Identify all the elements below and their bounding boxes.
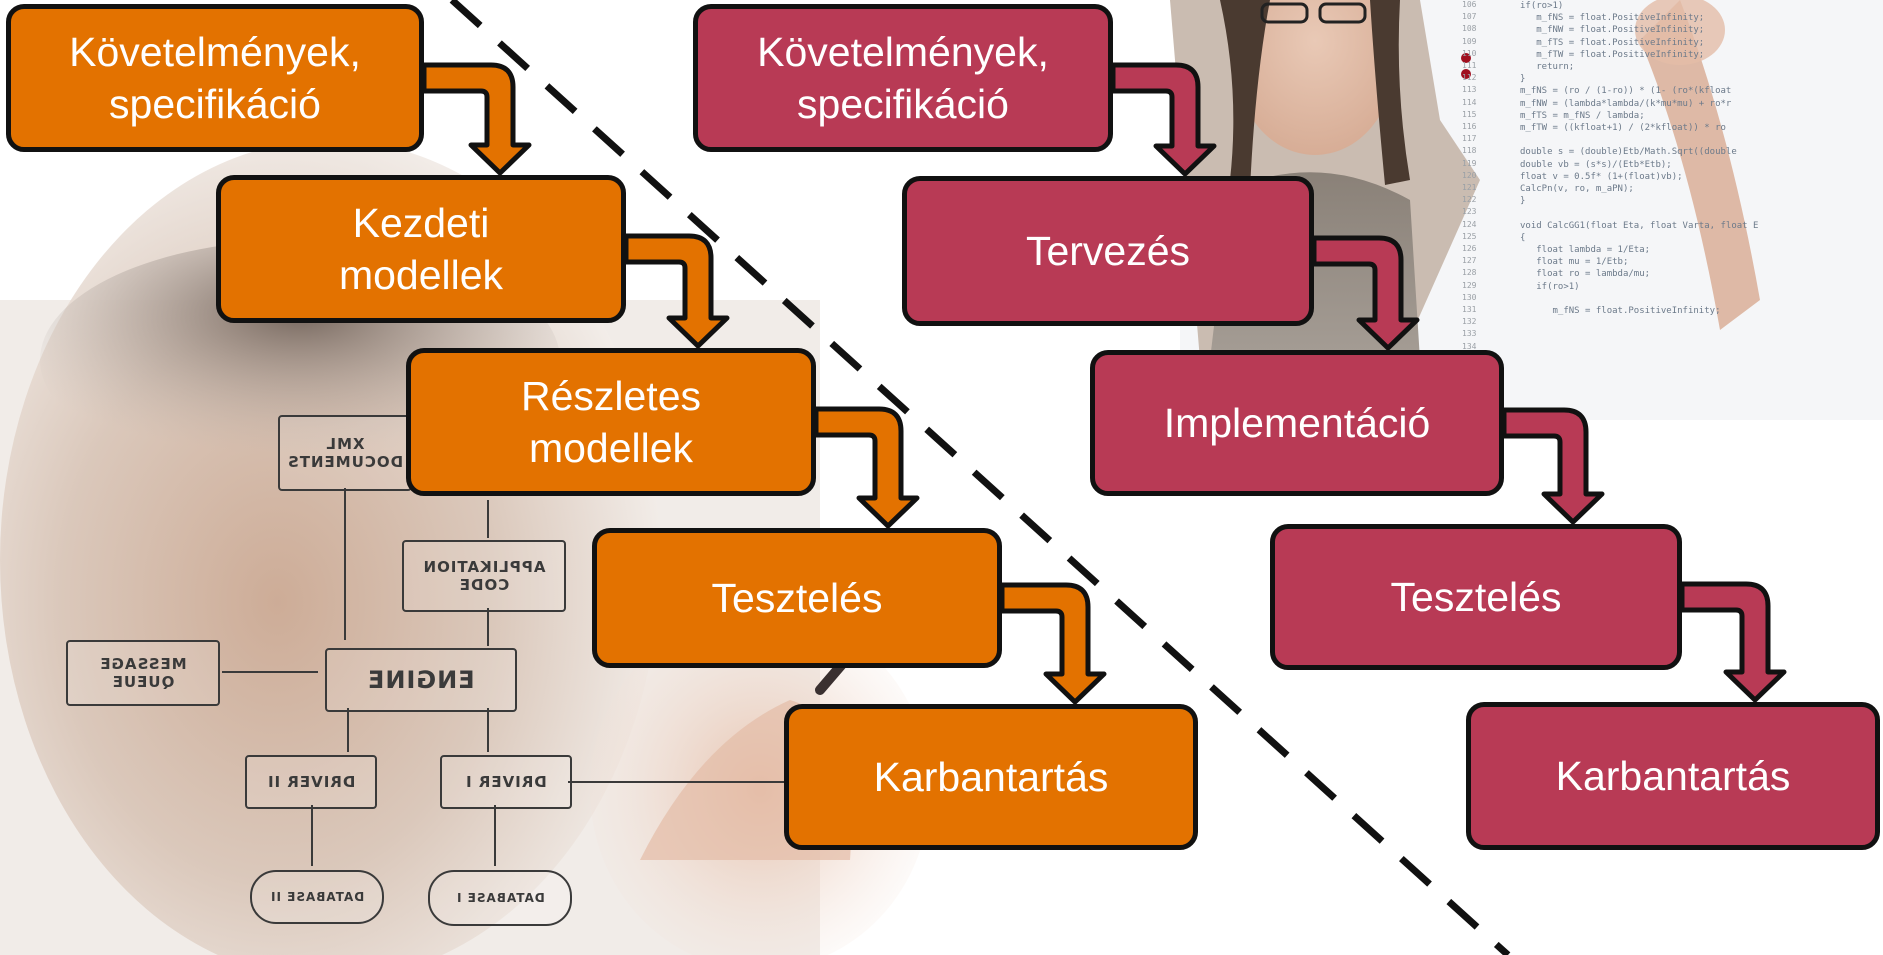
left-step-maintenance: Karbantartás: [784, 704, 1198, 850]
right-step-maintenance: Karbantartás: [1466, 702, 1880, 850]
code-line: float lambda = 1/Eta;: [1520, 245, 1651, 255]
left-step-initial-models-line1: Kezdeti: [352, 199, 490, 246]
code-line-number: 114: [1462, 97, 1477, 107]
code-line: m_fNW = (lambda*lambda/(k*mu*mu) + ro*r: [1520, 98, 1732, 109]
right-flow-arrow-2: [1311, 235, 1420, 351]
left-step-maintenance-label: Karbantartás: [873, 753, 1109, 800]
code-line-number: 128: [1462, 268, 1477, 278]
code-line: m_fNW = float.PositiveInfinity;: [1520, 25, 1705, 36]
sketch-box-message-queue: MESSAGE QUEUE: [66, 640, 220, 706]
code-line-number: 122: [1462, 195, 1477, 205]
code-line-number: 118: [1462, 146, 1477, 156]
code-line-number: 130: [1462, 292, 1477, 302]
code-line: if(ro>1): [1520, 281, 1580, 292]
sketch-box-driver-2: DRIVER II: [245, 755, 377, 809]
code-line-number: 116: [1462, 122, 1477, 131]
left-step-requirements: Követelmények, specifikáció: [6, 4, 424, 152]
code-line: m_fNS = (ro / (1-ro)) * (1- (ro*(kfloat: [1520, 86, 1732, 97]
code-line: double s = (double)Etb/Math.Sqrt((double: [1520, 147, 1737, 158]
right-step-requirements-line2: specifikáció: [797, 81, 1009, 127]
sketch-box-database-2: DATABASE II: [250, 870, 384, 924]
code-line: }: [1520, 74, 1526, 85]
code-line-number: 108: [1462, 24, 1477, 34]
left-step-requirements-line2: specifikáció: [109, 81, 321, 127]
code-line-number: 121: [1462, 183, 1477, 192]
left-flow-arrow-2: [623, 233, 730, 349]
right-step-design-label: Tervezés: [1025, 227, 1191, 274]
right-step-testing-label: Tesztelés: [1390, 573, 1562, 620]
left-flow-arrow-1: [421, 62, 532, 176]
sketch-box-engine: ENGINE: [325, 648, 517, 712]
code-line: float ro = lambda/mu;: [1520, 269, 1651, 280]
right-step-implementation-label: Implementáció: [1163, 399, 1431, 446]
code-line-number: 106: [1462, 0, 1477, 9]
code-line-number: 120: [1462, 170, 1477, 180]
right-flow-arrow-1: [1110, 62, 1217, 177]
code-line: m_fTW = float.PositiveInfinity;: [1520, 49, 1705, 60]
right-step-requirements: Követelmények, specifikáció: [693, 4, 1113, 152]
code-line-number: 125: [1462, 231, 1477, 241]
right-step-testing: Tesztelés: [1270, 524, 1682, 670]
code-line: if(ro>1): [1520, 1, 1564, 11]
code-line-number: 110: [1462, 48, 1477, 58]
code-line-number: 132: [1462, 317, 1477, 327]
left-step-testing-label: Tesztelés: [711, 574, 883, 621]
code-line-number: 126: [1462, 244, 1477, 253]
left-step-detailed-models-line1: Részletes: [520, 372, 701, 419]
left-step-detailed-models: Részletes modellek: [406, 348, 816, 496]
code-line-number: 112: [1462, 73, 1477, 83]
code-line-number: 127: [1462, 256, 1477, 266]
dashed-divider: [449, 0, 1511, 955]
right-flow-arrow-3: [1501, 407, 1605, 525]
sketch-box-application-code: APPLIKATION CODE: [402, 540, 566, 612]
left-step-detailed-models-line2: modellek: [528, 425, 694, 471]
right-step-requirements-line1: Követelmények,: [757, 28, 1049, 75]
code-line-number: 119: [1462, 158, 1477, 168]
left-step-requirements-line1: Követelmények,: [69, 28, 361, 75]
code-line: return;: [1520, 62, 1575, 72]
code-line: float v = 0.5f* (1+(float)vb);: [1520, 171, 1683, 182]
code-line: CalcPn(v, ro, m_aPN);: [1520, 184, 1634, 194]
left-step-initial-models: Kezdeti modellek: [216, 175, 626, 323]
right-step-maintenance-label: Karbantartás: [1555, 752, 1791, 799]
code-line: }: [1520, 196, 1526, 207]
code-line-number: 107: [1462, 12, 1477, 22]
sketch-box-database-1: DATABASE I: [428, 870, 572, 926]
sketch-box-xml-documents: XML DOCUMENTS: [278, 415, 412, 491]
code-line-number: 117: [1462, 134, 1477, 144]
code-line: void CalcGG1(float Eta, float Varta, flo…: [1520, 220, 1759, 231]
sketch-box-driver-1: DRIVER I: [440, 755, 572, 809]
code-line: m_fNS = float.PositiveInfinity;: [1520, 306, 1721, 316]
code-line-number: 109: [1462, 36, 1477, 46]
sketch-lines: [222, 488, 790, 866]
code-line-number: 131: [1462, 305, 1477, 314]
code-line-number: 129: [1462, 280, 1477, 290]
code-line-number: 115: [1462, 109, 1477, 119]
code-line-number: 134: [1462, 341, 1477, 351]
left-step-testing: Tesztelés: [592, 528, 1002, 668]
right-flow-arrow-4: [1679, 581, 1787, 703]
right-step-design: Tervezés: [902, 176, 1314, 326]
code-line: {: [1520, 232, 1526, 243]
code-line: double vb = (s*s)/(Etb*Etb);: [1520, 159, 1672, 170]
code-line: m_fNS = float.PositiveInfinity;: [1520, 13, 1705, 24]
code-line-number: 123: [1462, 207, 1477, 217]
code-line-number: 124: [1462, 219, 1477, 229]
right-step-implementation: Implementáció: [1090, 350, 1504, 496]
code-line: m_fTS = m_fNS / lambda;: [1520, 110, 1645, 121]
left-step-initial-models-line2: modellek: [338, 252, 504, 298]
code-line-number: 133: [1462, 329, 1477, 339]
flow-arrows: [421, 62, 1787, 705]
code-line: m_fTW = ((kfloat+1) / (2*kfloat)) * ro: [1520, 123, 1726, 133]
code-line-number: 111: [1462, 61, 1477, 70]
left-flow-arrow-3: [813, 406, 920, 529]
code-line: m_fTS = float.PositiveInfinity;: [1520, 37, 1705, 48]
code-line-number: 113: [1462, 85, 1477, 95]
left-flow-arrow-4: [999, 582, 1107, 705]
code-line: float mu = 1/Etb;: [1520, 257, 1629, 268]
